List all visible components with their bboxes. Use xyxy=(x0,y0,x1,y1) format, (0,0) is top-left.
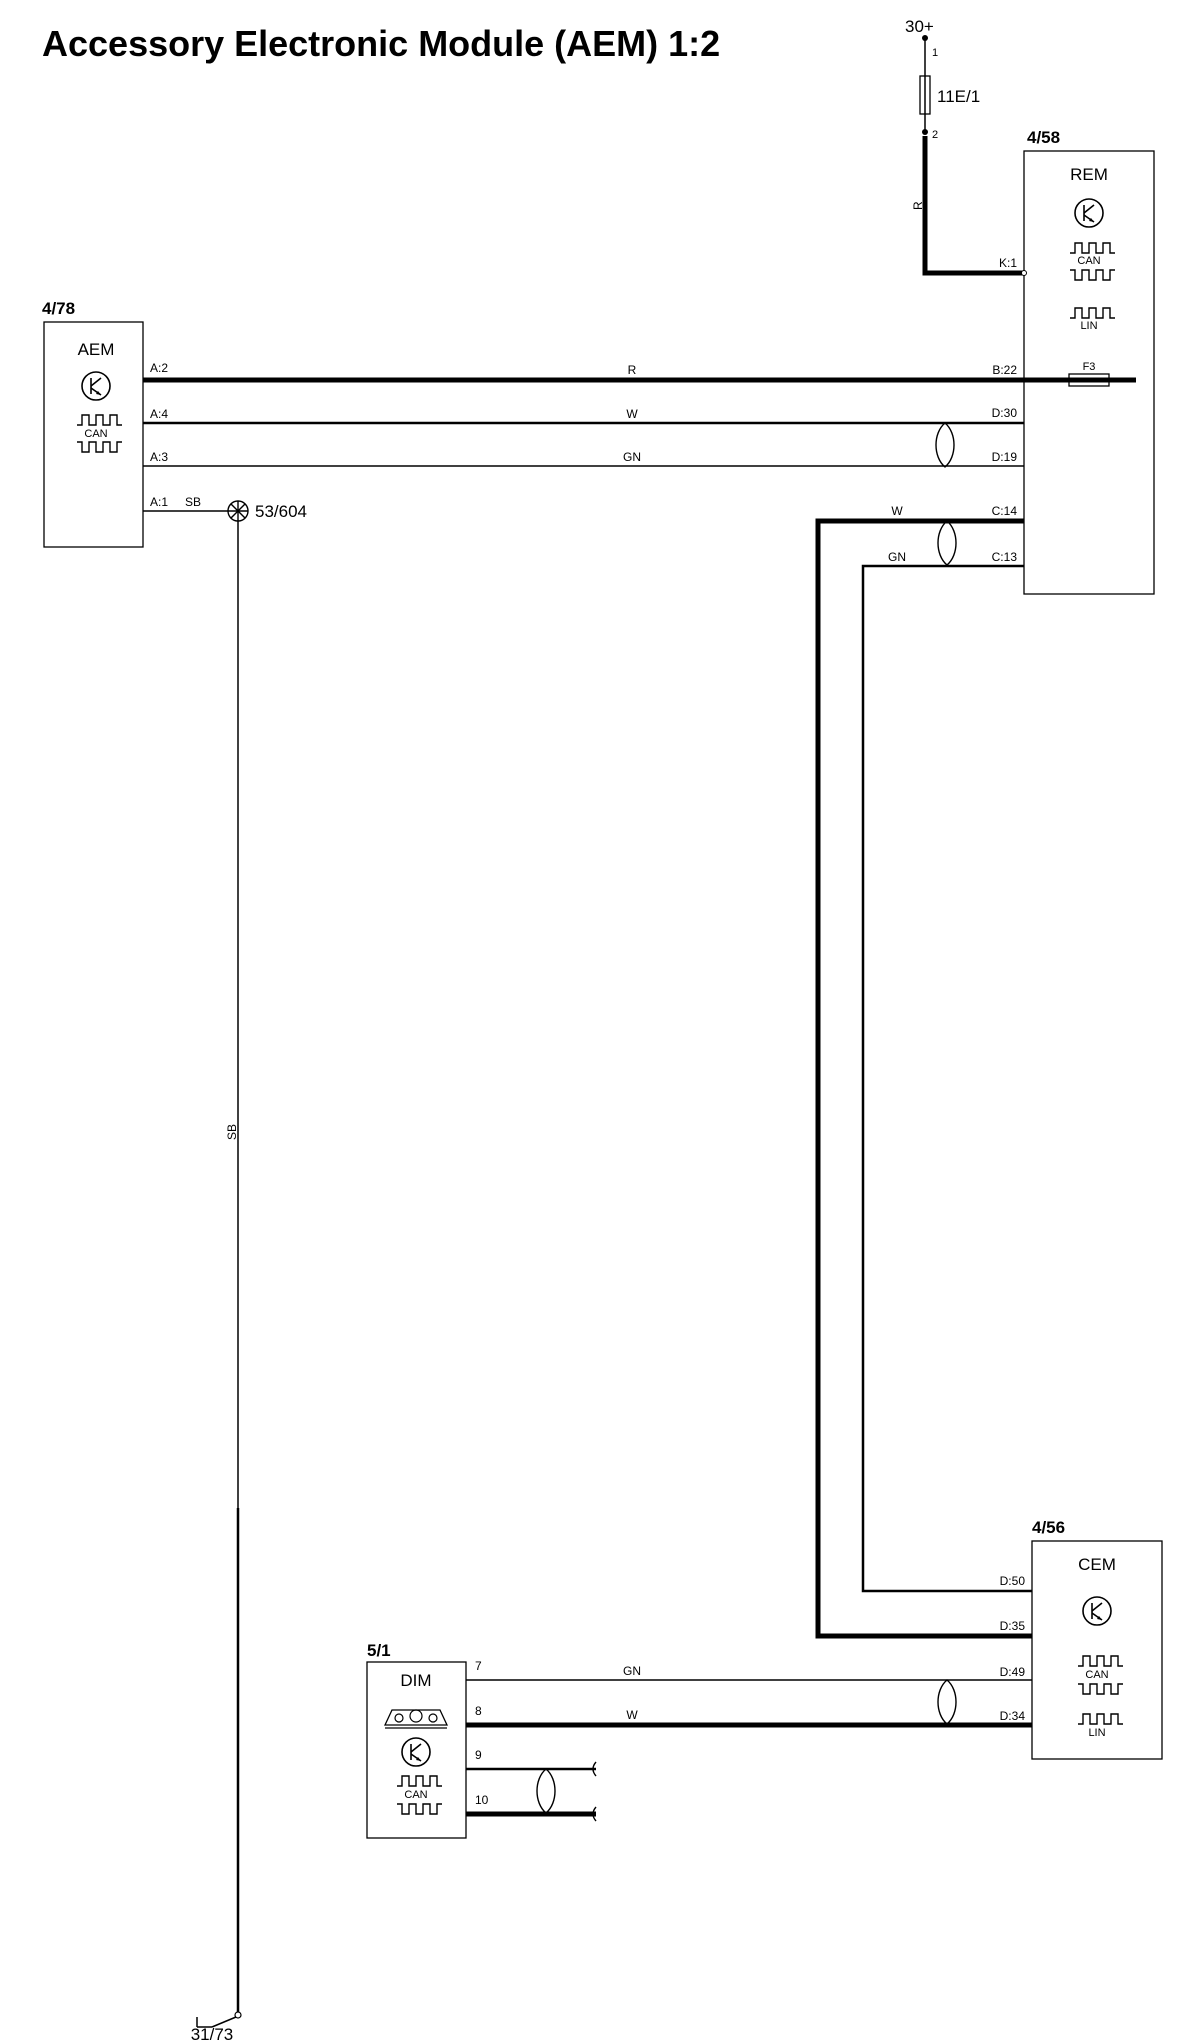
cem-ref: 4/56 xyxy=(1032,1518,1065,1537)
cem-can-label: CAN xyxy=(1085,1669,1108,1681)
fuse-ref-label: 11E/1 xyxy=(937,87,980,106)
cem-name: CEM xyxy=(1078,1555,1116,1574)
rem-pin-d19: D:19 xyxy=(992,450,1018,464)
dim-ref: 5/1 xyxy=(367,1641,391,1660)
wire-color-rem-c14: W xyxy=(891,504,903,518)
wire-break-10-icon xyxy=(592,1806,597,1822)
rem-ref: 4/58 xyxy=(1027,128,1060,147)
wire-break-9-icon xyxy=(592,1761,597,1777)
rem-lin-label: LIN xyxy=(1080,320,1097,332)
ground-symbol-icon xyxy=(196,2011,242,2028)
cem-pin-d50: D:50 xyxy=(1000,1574,1026,1588)
rem-pin-k1: K:1 xyxy=(999,256,1017,270)
aem-pin-a4: A:4 xyxy=(150,407,168,421)
cem-lin-label: LIN xyxy=(1088,1727,1105,1739)
rem-fuse-label: F3 xyxy=(1083,361,1096,373)
wire-30-to-rem-k1 xyxy=(922,136,1024,276)
cem-pin-d49: D:49 xyxy=(1000,1665,1026,1679)
aem-pin-a3: A:3 xyxy=(150,450,168,464)
rem-pin-b22: B:22 xyxy=(992,363,1017,377)
instrument-cluster-icon xyxy=(383,1709,449,1729)
ground-point-label: 53/604 xyxy=(255,502,307,521)
rem-pin-c13: C:13 xyxy=(992,550,1018,564)
dim-can-label: CAN xyxy=(404,1789,427,1801)
ground-point-icon xyxy=(227,500,249,522)
dim-pin-7: 7 xyxy=(475,1659,482,1673)
fuse-pin-in-label: 1 xyxy=(932,47,938,59)
rem-can-label: CAN xyxy=(1077,255,1100,267)
cem-pin-d34: D:34 xyxy=(1000,1709,1026,1723)
wire-color-power: R xyxy=(911,201,925,210)
rem-pin-c14: C:14 xyxy=(992,504,1018,518)
aem-can-label: CAN xyxy=(84,428,107,440)
rem-pin-d30: D:30 xyxy=(992,406,1018,420)
rem-name: REM xyxy=(1070,165,1108,184)
wire-color-aem-rem-can-high: W xyxy=(626,407,638,421)
rem-module xyxy=(1023,150,1155,595)
wire-rem-c14-cem-d35 xyxy=(815,518,1032,1639)
fuse-pin-out-label: 2 xyxy=(932,129,938,141)
wire-color-dim-pin8: W xyxy=(626,1708,638,1722)
dim-pin-9: 9 xyxy=(475,1748,482,1762)
wire-color-aem-a1: SB xyxy=(185,495,201,509)
aem-module xyxy=(43,321,144,548)
aem-pin-a2: A:2 xyxy=(150,361,168,375)
aem-pin-a1: A:1 xyxy=(150,495,168,509)
cem-pin-d35: D:35 xyxy=(1000,1619,1026,1633)
diagram-title: Accessory Electronic Module (AEM) 1:2 xyxy=(42,23,720,64)
power-terminal-dot xyxy=(922,35,928,41)
aem-name: AEM xyxy=(78,340,115,359)
twist-aem-rem-can xyxy=(935,422,955,468)
wire-color-aem-rem-can-low: GN xyxy=(623,450,641,464)
wire-color-ground-vertical: SB xyxy=(225,1124,239,1140)
wire-color-aem-rem-power: R xyxy=(628,363,637,377)
wire-color-dim-pin7: GN xyxy=(623,1664,641,1678)
dim-name: DIM xyxy=(400,1671,431,1690)
twist-dim-stub xyxy=(536,1768,556,1814)
twist-rem-cem-can xyxy=(937,520,957,566)
dim-pin-8: 8 xyxy=(475,1704,482,1718)
dim-pin-10: 10 xyxy=(475,1793,489,1807)
ground-label: 31/73 xyxy=(191,2025,234,2040)
wire-color-rem-c13: GN xyxy=(888,550,906,564)
twist-dim-cem-can xyxy=(937,1679,957,1725)
power-supply-label: 30+ xyxy=(905,17,934,36)
wire-rem-c13-cem-d50 xyxy=(861,564,1032,1593)
aem-ref: 4/78 xyxy=(42,299,75,318)
